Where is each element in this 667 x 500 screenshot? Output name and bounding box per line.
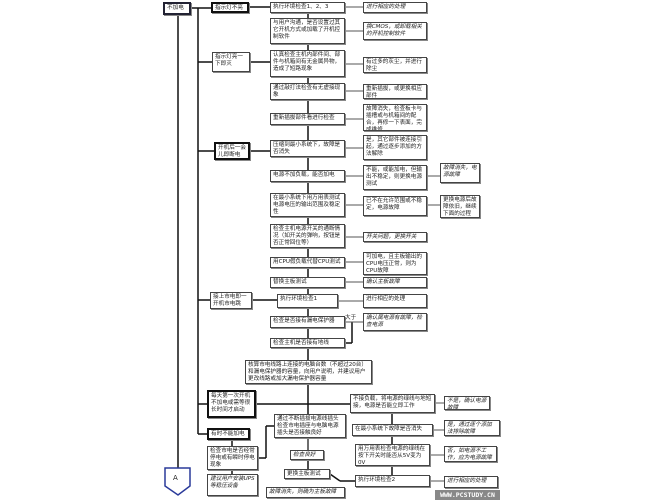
check-result: 否，如电源不工作，应为电源故障 [444, 446, 497, 462]
result-node: 可加电，且主板输出的CPU电压正常，则为CPU故障 [363, 252, 427, 275]
step-node: 在最小系统下用万用表测试电源电压的输出范围及稳定性 [270, 193, 345, 217]
result-node: 故障消失，电源故障 [440, 163, 480, 183]
step-node: 电源不加负载，能否加电 [270, 170, 345, 182]
step-node: 用CPU假负载代替CPU测试 [270, 257, 345, 268]
branch-node: 接上市电即一开机市电跳 [210, 292, 252, 309]
branch-node: 每天第一次开机不加电或需等很长时间才启动 [207, 390, 256, 418]
step-node: 认真检查主机内部件间、部件与机箱间有无金属异物，造成了短路现象 [270, 50, 345, 77]
check-result: 进行相应的处理 [444, 476, 498, 488]
step-node: 通过不断插拔电源线插头检查市电插座与电脑电源插头是否接触良好 [274, 414, 346, 438]
result-node: 已不在允许范围或不稳定，电源故障 [363, 196, 427, 216]
check-node: 在最小系统下故障是否消失 [352, 424, 433, 436]
result-node: 确认属电源有故障，检查电源 [363, 313, 427, 331]
check-node: 执行环境检查2 [355, 475, 430, 487]
branch-node: 指示灯亮一下即灭 [212, 52, 250, 72]
result-node: 进行相应的处理 [363, 2, 427, 13]
step-node: 执行环境检查1 [277, 294, 338, 308]
step-node: 替换主板测试 [270, 277, 345, 288]
result-node: 重新插拔，或更换相应部件 [363, 84, 427, 99]
result-node: 换CMOS，或卸载相关的开机控制软件 [363, 22, 427, 40]
step-node: 故障消失，则确为主板故障 [266, 487, 345, 498]
step-node: 检查良好 [290, 450, 324, 460]
step-node: 检查主机是否接有地线 [270, 338, 345, 348]
result-node: 有过多的灰尘，并进行除尘 [363, 57, 427, 73]
branch-node: 有时不能加电 [207, 428, 250, 440]
check-node: 用万用表检查电源的绿线在按下开关时能否从5V变为0V [355, 444, 430, 466]
check-result: 不是，确认电源故障 [444, 396, 490, 410]
step-node: 通过敲打法检查有无虚接现象 [270, 83, 345, 100]
check-node: 不接负载，将电源的绿线与地短接，电源是否能立即工作 [350, 394, 435, 413]
step-node: 检查主机电源开关的通断情况（如开关的弹响，按钮是否正常回位等） [270, 224, 345, 248]
result-node: 是，其它部件被连接引起，通过逐步添加的方法解除 [363, 135, 427, 160]
result-node: 故障消失，检查板卡与插槽或与机箱间的配合，再修一下表面，完成维修 [363, 104, 427, 131]
result-node: 确认主板故障 [363, 277, 427, 288]
result-node: 更换电源后故障依旧，继续下面的过程 [440, 195, 480, 218]
root-node: 不加电 [163, 2, 191, 15]
step-node: 压缩到最小系统下，故障是否消失 [270, 140, 345, 157]
result-node: 开关问题，更换开关 [363, 232, 427, 242]
branch-node: 建议用户安装UPS等稳压设备 [207, 474, 258, 496]
watermark: WWW.PCSTUDY.CN [435, 490, 500, 500]
step-node: 与用户沟通，是否设置过其它开机方式或加载了开机控制软件 [270, 18, 345, 44]
branch-node: 指示灯不亮 [211, 2, 249, 13]
branch-node: 检查市电是否经常停电或有瞬时停电现象 [207, 446, 258, 470]
label-greater: 大于 [345, 315, 357, 321]
step-node: 执行环境检查1、2、3 [270, 2, 345, 13]
step-node: 检查是否接有漏电保护器 [270, 316, 345, 328]
step-node: 更换主板测试 [284, 469, 330, 479]
step-node: 核算市电线路上连接的电脑台数（不超过20台）和漏电保护器的容量，向用户说明，并建… [245, 360, 372, 384]
connector-a: A [173, 474, 178, 482]
result-node: 不能，或能加电，但输出不稳定，则更换电源测试 [363, 165, 427, 190]
branch-node: 开机后一会儿即断电 [214, 142, 250, 160]
result-node: 进行相应的处理 [363, 294, 427, 308]
check-result: 是，通过逐个添加法排除故障 [444, 420, 500, 436]
step-node: 重新插拔部件看进行检查 [270, 113, 345, 125]
